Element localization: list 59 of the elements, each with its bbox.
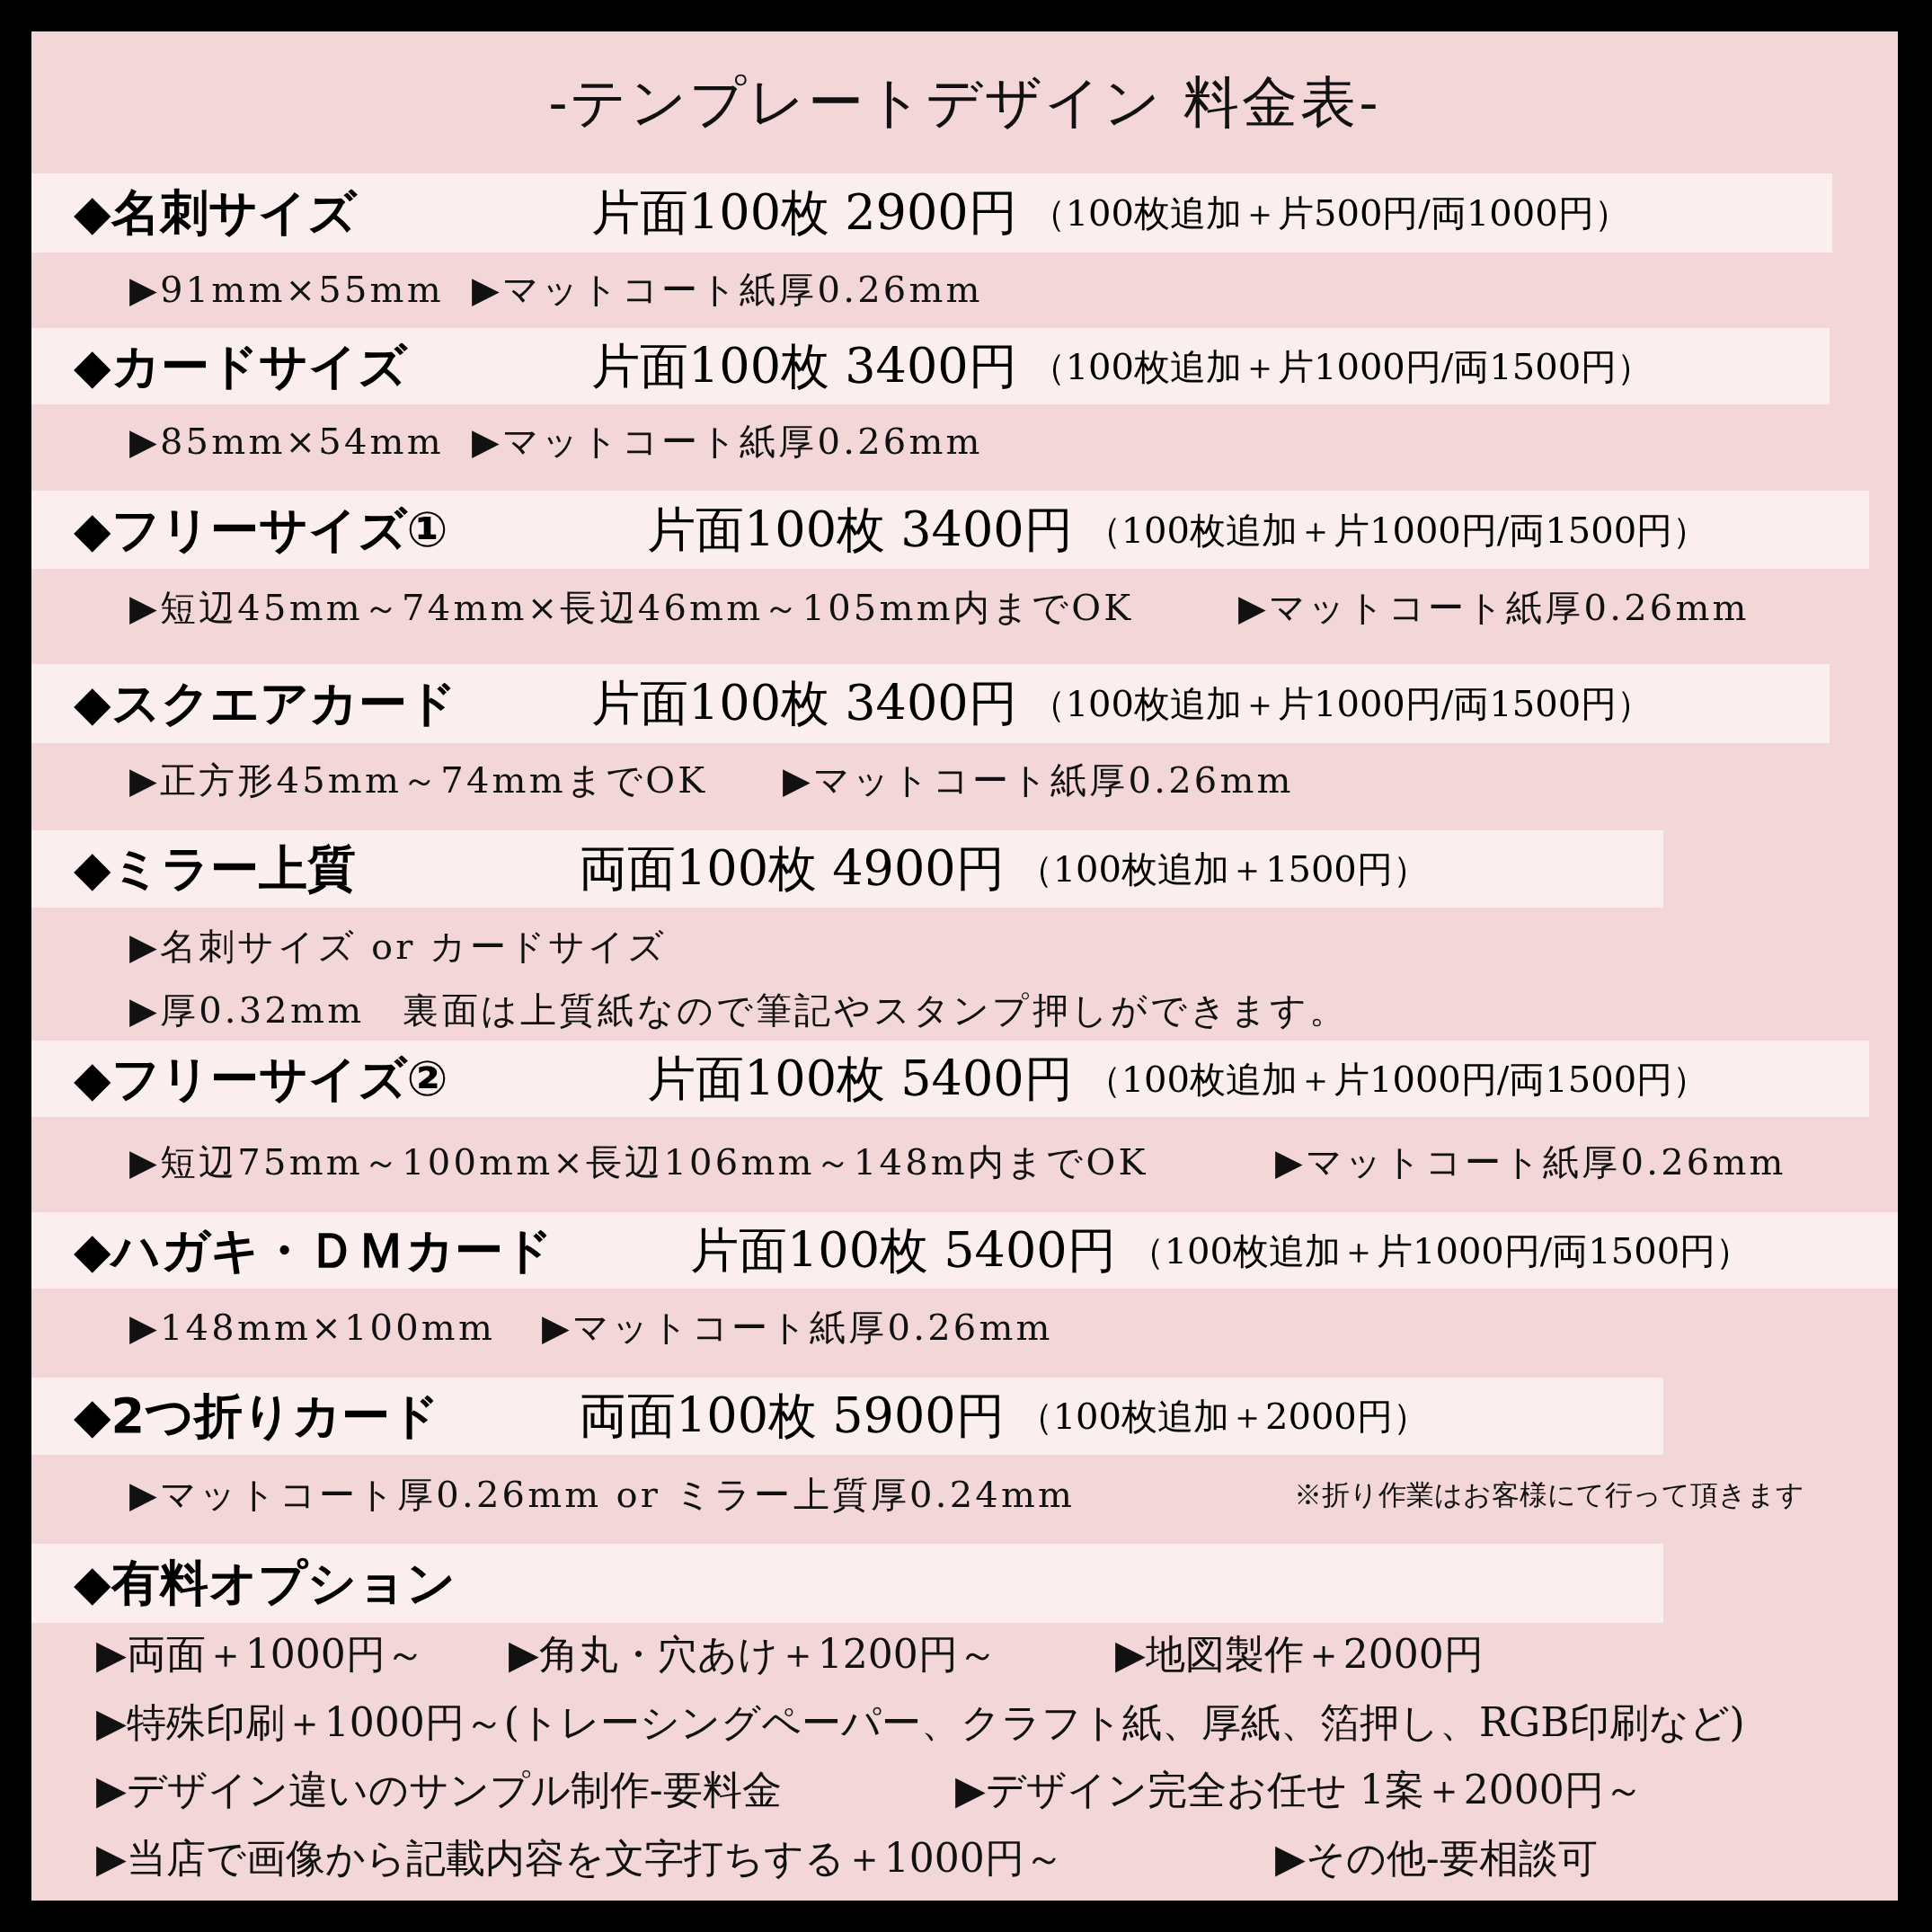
additional-price-text: （100枚追加＋片1000円/両1500円） — [1029, 686, 1653, 722]
price-text: 片面100枚 3400円 — [591, 341, 1017, 391]
option-item: ▶デザイン違いのサンプル制作-要料金 — [96, 1770, 782, 1810]
option-item: ▶特殊印刷＋1000円～(トレーシングペーパー、クラフト紙、厚紙、箔押し、RGB印刷など) — [96, 1703, 1745, 1742]
price-text: 片面100枚 3400円 — [591, 679, 1017, 728]
section-header-bar — [31, 1544, 1663, 1623]
spec-item: ▶厚0.32mm 裏面は上質紙なので筆記やスタンプ押しができます。 — [129, 992, 1349, 1028]
title: -テンプレートデザイン 料金表- — [547, 75, 1382, 130]
section-title: ◆フリーサイズ① — [74, 505, 448, 554]
spec-item: ▶148mm×100mm — [129, 1309, 496, 1345]
section-title: ◆有料オプション — [74, 1559, 456, 1608]
section-title: ◆カードサイズ — [74, 341, 407, 391]
option-item: ▶角丸・穴あけ＋1200円～ — [509, 1635, 997, 1674]
option-item: ▶デザイン完全お任せ 1案＋2000円～ — [955, 1770, 1644, 1810]
option-item: ▶その他-要相談可 — [1275, 1839, 1598, 1878]
spec-item: ▶マットコート厚0.26mm or ミラー上質厚0.24mm — [129, 1476, 1076, 1512]
section-title: ◆フリーサイズ② — [74, 1054, 448, 1103]
spec-item: ▶91mm×55mm — [129, 271, 444, 307]
section-header-bar — [31, 664, 1830, 743]
spec-item: ▶マットコート紙厚0.26mm — [1275, 1144, 1786, 1180]
section-title: ◆スクエアカード — [74, 679, 456, 728]
additional-price-text: （100枚追加＋片1000円/両1500円） — [1128, 1232, 1752, 1269]
option-item: ▶当店で画像から記載内容を文字打ちする＋1000円～ — [96, 1839, 1064, 1878]
section-header-bar — [31, 830, 1663, 908]
section-header-bar — [31, 328, 1830, 404]
section-header-bar — [31, 491, 1869, 569]
spec-item: ▶マットコート紙厚0.26mm — [783, 762, 1294, 798]
option-item: ▶地図製作＋2000円 — [1115, 1635, 1484, 1674]
spec-item: ▶マットコート紙厚0.26mm — [1238, 589, 1750, 625]
spec-item: ▶短辺75mm～100mm×長辺106mm～148m内までOK — [129, 1144, 1148, 1180]
section-title: ◆名刺サイズ — [74, 189, 357, 237]
additional-price-text: （100枚追加＋片1000円/両1500円） — [1029, 348, 1653, 385]
price-text: 片面100枚 3400円 — [647, 505, 1073, 554]
spec-item: ▶名刺サイズ or カードサイズ — [129, 928, 668, 964]
price-text: 片面100枚 5400円 — [647, 1054, 1073, 1103]
section-title: ◆2つ折りカード — [74, 1392, 440, 1440]
additional-price-text: （100枚追加＋2000円） — [1016, 1398, 1429, 1434]
section-title: ◆ハガキ・ＤＭカード — [74, 1226, 553, 1275]
price-text: 両面100枚 5900円 — [579, 1392, 1005, 1440]
spec-item: ▶正方形45mm～74mmまでOK — [129, 762, 708, 798]
additional-price-text: （100枚追加＋片500円/両1000円） — [1029, 195, 1630, 231]
spec-item: ▶短辺45mm～74mm×長辺46mm～105mm内までOK — [129, 589, 1134, 625]
additional-price-text: （100枚追加＋片1000円/両1500円） — [1085, 511, 1709, 548]
spec-item: ▶マットコート紙厚0.26mm — [542, 1309, 1053, 1345]
section-header-bar — [31, 1378, 1663, 1455]
footnote: ※折り作業はお客様にて行って頂きます — [1294, 1480, 1804, 1509]
spec-item: ▶マットコート紙厚0.26mm — [472, 271, 983, 307]
section-header-bar — [31, 173, 1832, 253]
section-header-bar — [31, 1041, 1869, 1117]
additional-price-text: （100枚追加＋片1000円/両1500円） — [1085, 1060, 1709, 1097]
section-header-bar — [31, 1212, 1898, 1289]
price-text: 片面100枚 2900円 — [591, 189, 1017, 237]
section-title: ◆ミラー上質 — [74, 845, 356, 893]
price-text: 片面100枚 5400円 — [690, 1226, 1116, 1275]
spec-item: ▶マットコート紙厚0.26mm — [472, 423, 983, 459]
additional-price-text: （100枚追加＋1500円） — [1016, 851, 1429, 887]
price-text: 両面100枚 4900円 — [579, 845, 1005, 893]
spec-item: ▶85mm×54mm — [129, 423, 444, 459]
option-item: ▶両面＋1000円～ — [96, 1635, 425, 1674]
